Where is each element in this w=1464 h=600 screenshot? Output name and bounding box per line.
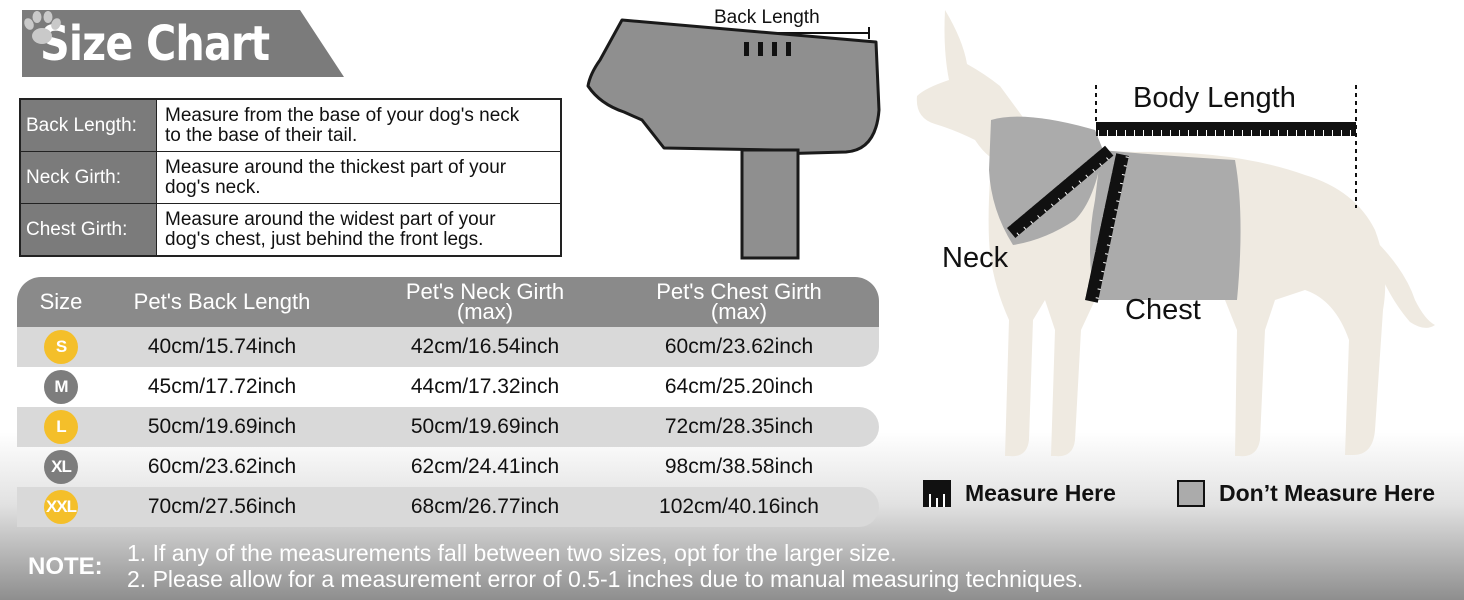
legend-dont-measure-label: Don’t Measure Here <box>1219 480 1436 506</box>
page-title: Size Chart <box>40 16 270 72</box>
neck-girth-cell: 68cm/26.77inch <box>410 495 560 518</box>
coat-back-length-label: Back Length <box>714 7 820 28</box>
definition-text: Measure from the base of your dog's neck… <box>165 104 520 146</box>
size-badge: M <box>44 370 78 404</box>
neck-girth-cell: 62cm/24.41inch <box>410 455 560 478</box>
header-back-length: Pet's Back Length <box>133 289 311 314</box>
definition-term: Back Length: <box>21 100 157 151</box>
chest-girth-cell: 102cm/40.16inch <box>659 495 819 518</box>
size-badge: XL <box>44 450 78 484</box>
legend-measure-here: Measure Here <box>923 480 1116 507</box>
legend-measure-label: Measure Here <box>965 480 1116 506</box>
definition-term: Neck Girth: <box>21 152 157 203</box>
table-row: S 40cm/15.74inch 42cm/16.54inch 60cm/23.… <box>17 327 879 367</box>
body-length-label: Body Length <box>1133 82 1296 114</box>
header-neck-girth: Pet's Neck Girth(max) <box>405 279 565 324</box>
back-length-cell: 40cm/15.74inch <box>147 335 297 358</box>
header-size: Size <box>39 289 83 314</box>
definition-term: Chest Girth: <box>21 204 157 255</box>
chest-girth-cell: 72cm/28.35inch <box>664 415 814 438</box>
back-length-cell: 45cm/17.72inch <box>147 375 297 398</box>
gray-swatch-icon <box>1177 480 1205 507</box>
back-length-cell: 60cm/23.62inch <box>147 455 297 478</box>
size-table: Size Pet's Back Length Pet's Neck Girth(… <box>17 277 879 527</box>
definition-row: Neck Girth: Measure around the thickest … <box>21 152 560 204</box>
chest-girth-cell: 60cm/23.62inch <box>664 335 814 358</box>
definition-row: Back Length: Measure from the base of yo… <box>21 100 560 152</box>
back-length-cell: 50cm/19.69inch <box>147 415 297 438</box>
title-banner: Size Chart <box>22 10 344 77</box>
body-length-ruler <box>1096 122 1356 136</box>
table-row: M 45cm/17.72inch 44cm/17.32inch 64cm/25.… <box>17 367 879 407</box>
definition-text: Measure around the widest part of your d… <box>165 208 496 250</box>
table-row: XXL 70cm/27.56inch 68cm/26.77inch 102cm/… <box>17 487 879 527</box>
size-badge: L <box>44 410 78 444</box>
coat-illustration <box>586 18 881 260</box>
chest-girth-cell: 98cm/38.58inch <box>664 455 814 478</box>
measurement-definitions: Back Length: Measure from the base of yo… <box>19 98 562 257</box>
title-banner-shape <box>22 10 344 77</box>
definition-row: Chest Girth: Measure around the widest p… <box>21 204 560 255</box>
neck-girth-cell: 50cm/19.69inch <box>410 415 560 438</box>
table-row: L 50cm/19.69inch 50cm/19.69inch 72cm/28.… <box>17 407 879 447</box>
notes: 1. If any of the measurements fall betwe… <box>127 540 1083 592</box>
dog-measurement-diagram <box>916 10 1435 457</box>
header-chest-girth: Pet's Chest Girth(max) <box>656 279 822 324</box>
size-badge: XXL <box>44 490 78 524</box>
legend-dont-measure: Don’t Measure Here <box>1177 480 1435 507</box>
note-label: NOTE: <box>28 553 103 580</box>
note-item: 2. Please allow for a measurement error … <box>127 566 1084 592</box>
definition-text: Measure around the thickest part of your… <box>165 156 507 198</box>
table-row: XL 60cm/23.62inch 62cm/24.41inch 98cm/38… <box>17 447 879 487</box>
note-item: 1. If any of the measurements fall betwe… <box>127 540 897 566</box>
paw-icon <box>24 11 61 44</box>
back-length-cell: 70cm/27.56inch <box>147 495 297 518</box>
size-table-header: Size Pet's Back Length Pet's Neck Girth(… <box>17 277 879 327</box>
chest-girth-cell: 64cm/25.20inch <box>664 375 814 398</box>
chest-ruler <box>1085 153 1129 303</box>
neck-ruler <box>1007 145 1114 238</box>
ruler-icon <box>923 480 951 507</box>
neck-label: Neck <box>942 242 1009 274</box>
chest-label: Chest <box>1125 294 1201 326</box>
size-badge: S <box>44 330 78 364</box>
neck-girth-cell: 44cm/17.32inch <box>410 375 560 398</box>
neck-girth-cell: 42cm/16.54inch <box>410 335 560 358</box>
